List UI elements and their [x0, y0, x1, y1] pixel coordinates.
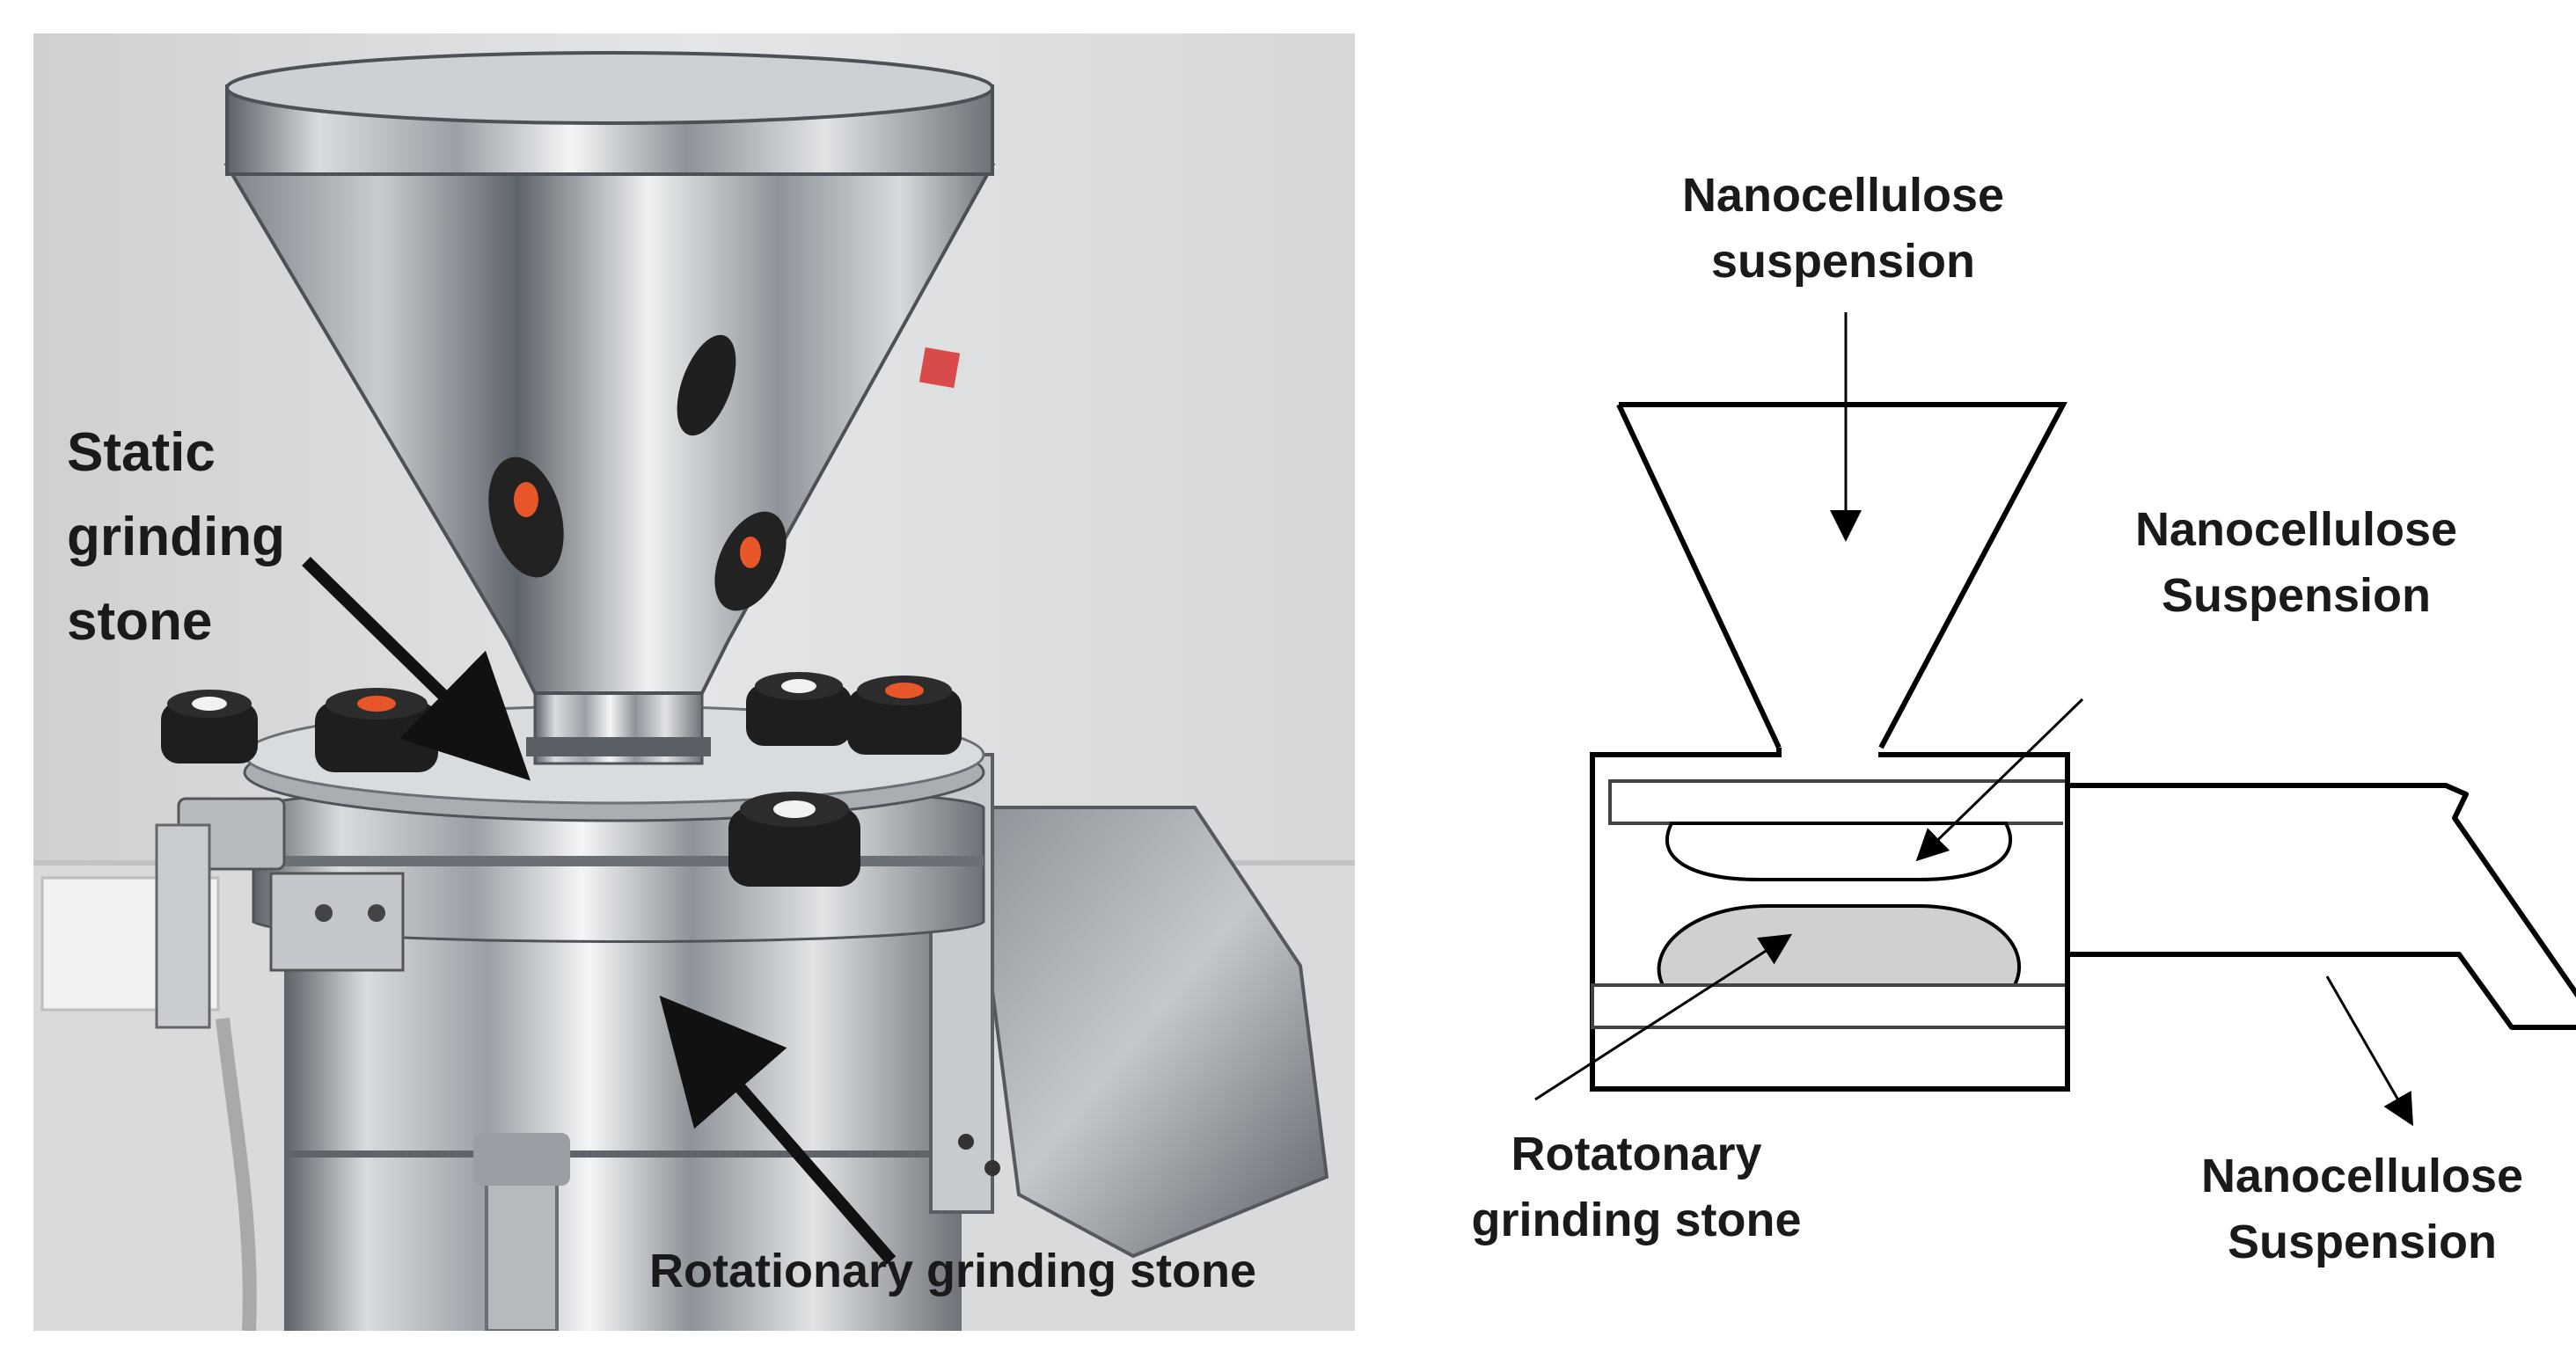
static-stone-label-line1: Static — [67, 422, 216, 483]
rotationary-stone-arrow — [659, 995, 896, 1265]
rotor-label-line1: Rotatonary — [1511, 1128, 1761, 1180]
static-stone-label-line3: stone — [67, 591, 212, 652]
outlet-label-line2: Suspension — [2228, 1216, 2497, 1268]
outlet-label-line1: Nanocellulose — [2201, 1150, 2523, 1202]
top-label-line1: Nanocellulose — [1682, 169, 2004, 222]
middle-label-line2: Suspension — [2162, 569, 2431, 622]
rotor-label-line2: grinding stone — [1472, 1194, 1802, 1246]
lid-knob-5 — [728, 792, 860, 887]
support-leg — [485, 1166, 559, 1331]
static-stone-arrow — [302, 556, 531, 781]
power-cable — [216, 1018, 257, 1331]
top-label-line2: suspension — [1711, 235, 1975, 288]
grinder-photo: Static grinding stone Rotationary grindi… — [33, 33, 1355, 1331]
grinder-schematic: Nanocellulose suspension Nanocellulose S… — [1355, 0, 2576, 1366]
machine-body — [284, 913, 962, 1331]
rotor-stone-plate — [1591, 983, 2069, 1029]
lid-knob-4 — [847, 676, 962, 755]
lid-knob-1 — [161, 690, 258, 763]
hopper-outline-left — [1616, 403, 1782, 749]
middle-arrow — [1915, 698, 2084, 862]
static-stone-plate — [1608, 779, 2069, 825]
grinder-schematic-svg: Nanocellulose suspension Nanocellulose S… — [1472, 169, 2576, 1268]
static-stone — [1665, 822, 2012, 881]
middle-label-line1: Nanocellulose — [2135, 503, 2457, 556]
rotor-arrow — [1534, 933, 1793, 1101]
rotor-stone — [1657, 904, 2021, 987]
lid-knob-2 — [315, 688, 438, 772]
lid-knob-3 — [746, 672, 852, 746]
outlet-duct — [2069, 783, 2576, 1030]
static-stone-label-line2: grinding — [67, 507, 285, 567]
hopper-outline-right — [1619, 402, 2067, 749]
grinder-photo-svg: Static grinding stone Rotationary grindi… — [33, 33, 1355, 1331]
outlet-arrow — [2325, 975, 2413, 1127]
rotationary-stone-label: Rotationary grinding stone — [649, 1245, 1256, 1297]
